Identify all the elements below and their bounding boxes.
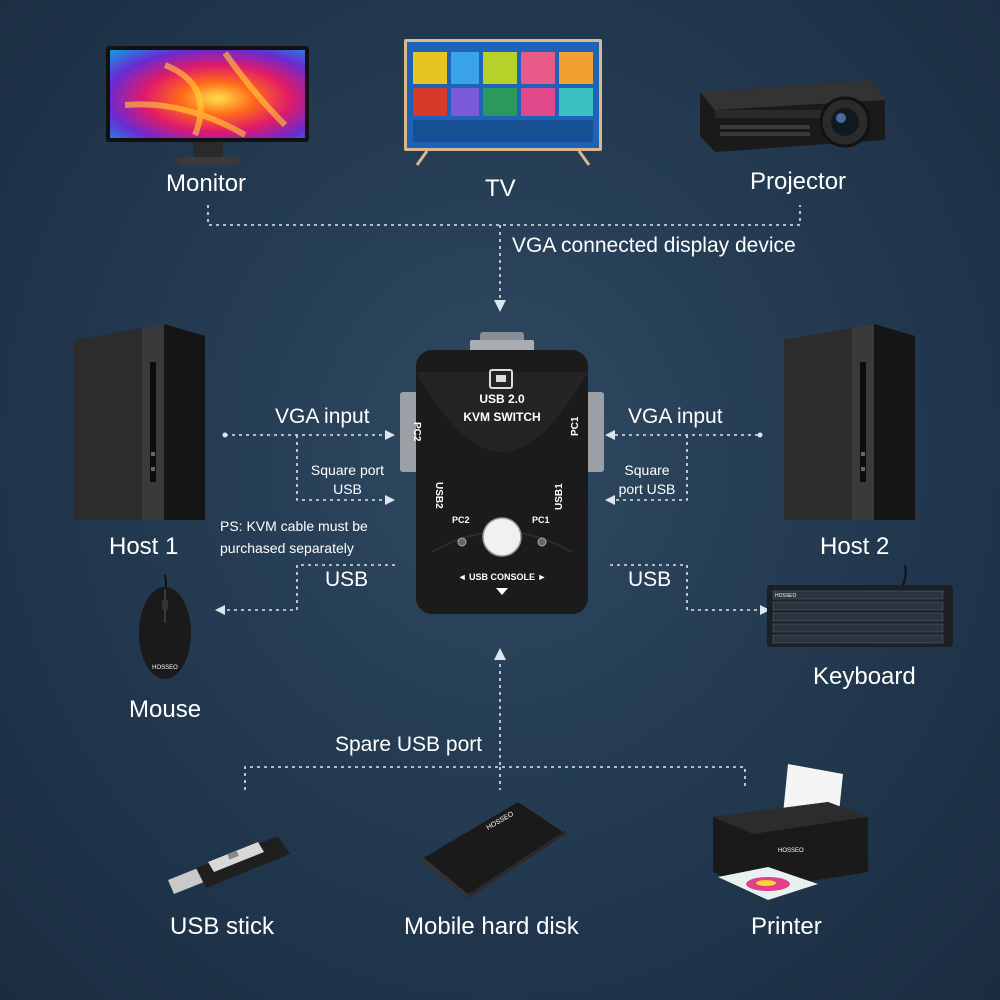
usb-right-line [610,564,760,611]
mobile-hard-disk-label: Mobile hard disk [404,913,579,940]
keyboard-label: Keyboard [813,663,916,690]
kvm-switch-body-icon [400,332,604,614]
usb-right-label: USB [628,568,672,591]
host2-tower-icon [784,324,915,520]
usb-right-arrow-icon [760,605,770,615]
host1-label: Host 1 [109,533,179,560]
kvm-console-label: ◄ USB CONSOLE ► [457,572,547,582]
kvm-port-usb2-label: USB2 [433,482,444,509]
kvm-model-line1: USB 2.0 [479,392,525,406]
projector-icon [700,80,885,152]
spare-bus-line [244,766,746,790]
display-group-label: VGA connected display device [512,234,796,257]
kvm-model-line2: KVM SWITCH [463,410,541,424]
vga-right-arrow-icon [605,430,615,440]
monitor-label: Monitor [166,170,247,197]
square-usb-right-label: Square port USB [618,462,676,497]
kvm-port-pc2-label: PC2 [411,422,422,442]
display-bus-line [207,205,801,226]
display-arrow-icon [494,300,506,312]
tv-label: TV [485,175,516,202]
square-right-line [615,435,688,501]
printer-icon: HOSSEO [713,764,868,900]
printer-brand-logo: HOSSEO [778,848,804,854]
spare-top-arrow-icon [494,648,506,660]
ps-note-label: PS: KVM cable must be purchased separate… [220,518,368,556]
monitor-icon [106,46,309,165]
vga-right-end-dot [757,432,763,438]
vga-input-right-label: VGA input [628,405,723,428]
hard-disk-icon: HOSSEO [420,802,566,898]
kvm-led-pc1-label: PC1 [532,515,550,525]
kvm-port-pc1-label: PC1 [570,416,581,436]
printer-label: Printer [751,913,822,940]
vga-input-left-label: VGA input [275,405,370,428]
keyboard-icon: HOSSEO [767,565,953,647]
vga-left-end-dot [222,432,228,438]
kvm-port-usb1-label: USB1 [554,483,565,510]
square-left-arrow-icon [385,495,395,505]
vga-left-arrow-icon [385,430,395,440]
square-right-arrow-icon [605,495,615,505]
usb-stick-icon [168,836,290,894]
usb-left-label: USB [325,568,369,591]
mouse-brand-logo: HOSSEO [152,665,178,671]
tv-icon [404,39,602,166]
usb-stick-label: USB stick [170,913,275,940]
host1-tower-icon [74,324,205,520]
kvm-switch-device: USB 2.0 KVM SWITCH PC2 PC1 USB2 USB1 PC2… [392,332,612,617]
kvm-led-pc2-label: PC2 [452,515,470,525]
usb-left-arrow-icon [215,605,225,615]
square-left-line [296,435,385,501]
keyboard-brand-logo: HOSSEO [775,593,797,599]
mouse-label: Mouse [129,696,202,723]
usb-left-line [225,564,395,611]
projector-label: Projector [750,168,847,195]
mouse-icon: HOSSEO [139,575,191,679]
square-usb-left-label: Square port USB [310,462,385,497]
host2-label: Host 2 [820,533,890,560]
spare-usb-port-label: Spare USB port [335,733,483,756]
